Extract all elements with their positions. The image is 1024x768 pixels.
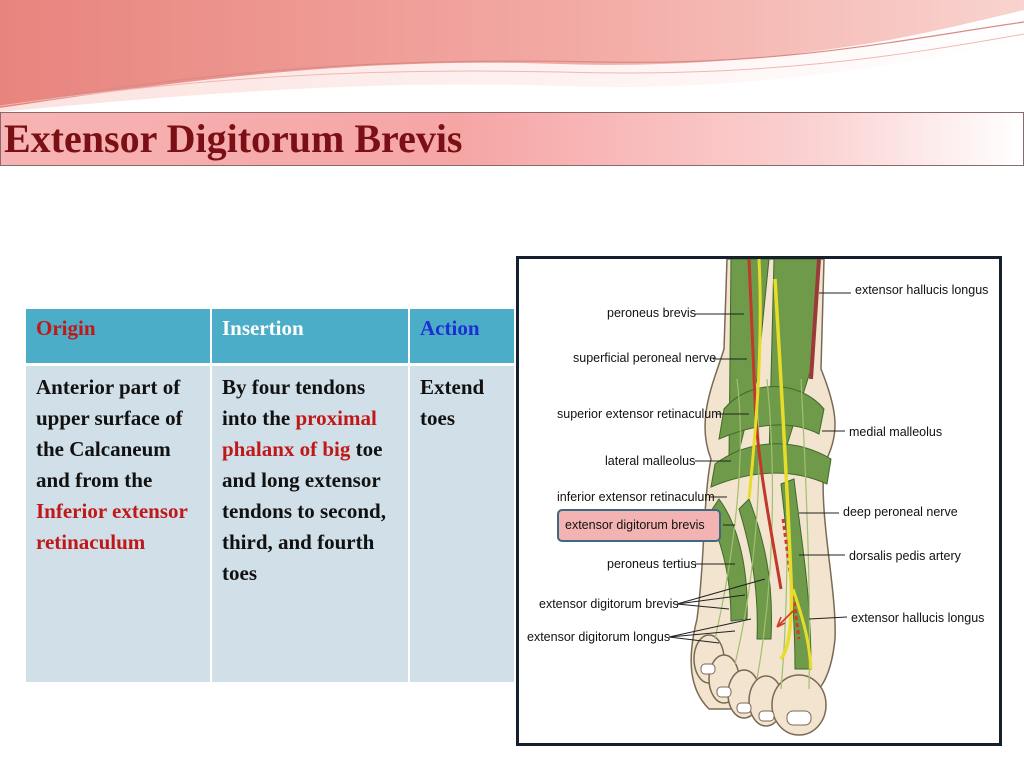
label-superficial-peroneal-nerve: superficial peroneal nerve xyxy=(573,351,717,365)
origin-text: Anterior part of upper surface of the Ca… xyxy=(36,374,183,492)
label-superior-extensor-retinaculum: superior extensor retinaculum xyxy=(557,407,722,421)
muscle-info-table: Origin Insertion Action Anterior part of… xyxy=(26,309,516,682)
title-bar xyxy=(0,112,1024,166)
label-extensor-hallucis-longus-top: extensor hallucis longus xyxy=(855,283,989,297)
table-row: Anterior part of upper surface of the Ca… xyxy=(26,364,516,682)
insertion-text-cont: toe and long extensor tendons to second,… xyxy=(222,436,386,585)
origin-highlight: Inferior extensor retinaculum xyxy=(36,498,188,554)
header-insertion: Insertion xyxy=(211,309,410,366)
header-insertion-label: Insertion xyxy=(222,316,304,340)
label-extensor-hallucis-longus-bottom: extensor hallucis longus xyxy=(851,611,985,625)
header-action: Action xyxy=(409,309,516,366)
label-peroneus-tertius: peroneus tertius xyxy=(607,557,697,571)
label-dorsalis-pedis-artery: dorsalis pedis artery xyxy=(849,549,961,563)
anatomy-figure: extensor hallucis longus peroneus brevis… xyxy=(516,256,1002,746)
action-text: Extend toes xyxy=(420,374,485,430)
cell-origin: Anterior part of upper surface of the Ca… xyxy=(26,364,212,682)
slide-title: Extensor Digitorum Brevis xyxy=(4,116,463,161)
header-origin: Origin xyxy=(26,309,212,366)
table-header-row: Origin Insertion Action xyxy=(26,309,516,366)
highlight-box-edb xyxy=(557,509,721,542)
foot-illustration xyxy=(668,259,851,736)
label-extensor-digitorum-brevis-boxed: extensor digitorum brevis xyxy=(565,518,705,532)
label-lateral-malleolus: lateral malleolus xyxy=(605,454,696,468)
label-medial-malleolus: medial malleolus xyxy=(849,425,943,439)
header-action-label: Action xyxy=(420,316,480,340)
cell-insertion: By four tendons into the proximal phalan… xyxy=(211,364,410,682)
label-extensor-digitorum-longus: extensor digitorum longus xyxy=(527,630,671,644)
cell-action: Extend toes xyxy=(409,364,516,682)
header-origin-label: Origin xyxy=(36,316,96,340)
insertion-highlight: proximal phalanx of big xyxy=(222,405,377,461)
label-extensor-digitorum-brevis-lower: extensor digitorum brevis xyxy=(539,597,679,611)
insertion-text: By four tendons into the xyxy=(222,374,366,430)
label-deep-peroneal-nerve: deep peroneal nerve xyxy=(843,505,958,519)
label-peroneus-brevis: peroneus brevis xyxy=(607,306,696,320)
label-inferior-extensor-retinaculum: inferior extensor retinaculum xyxy=(557,490,715,504)
